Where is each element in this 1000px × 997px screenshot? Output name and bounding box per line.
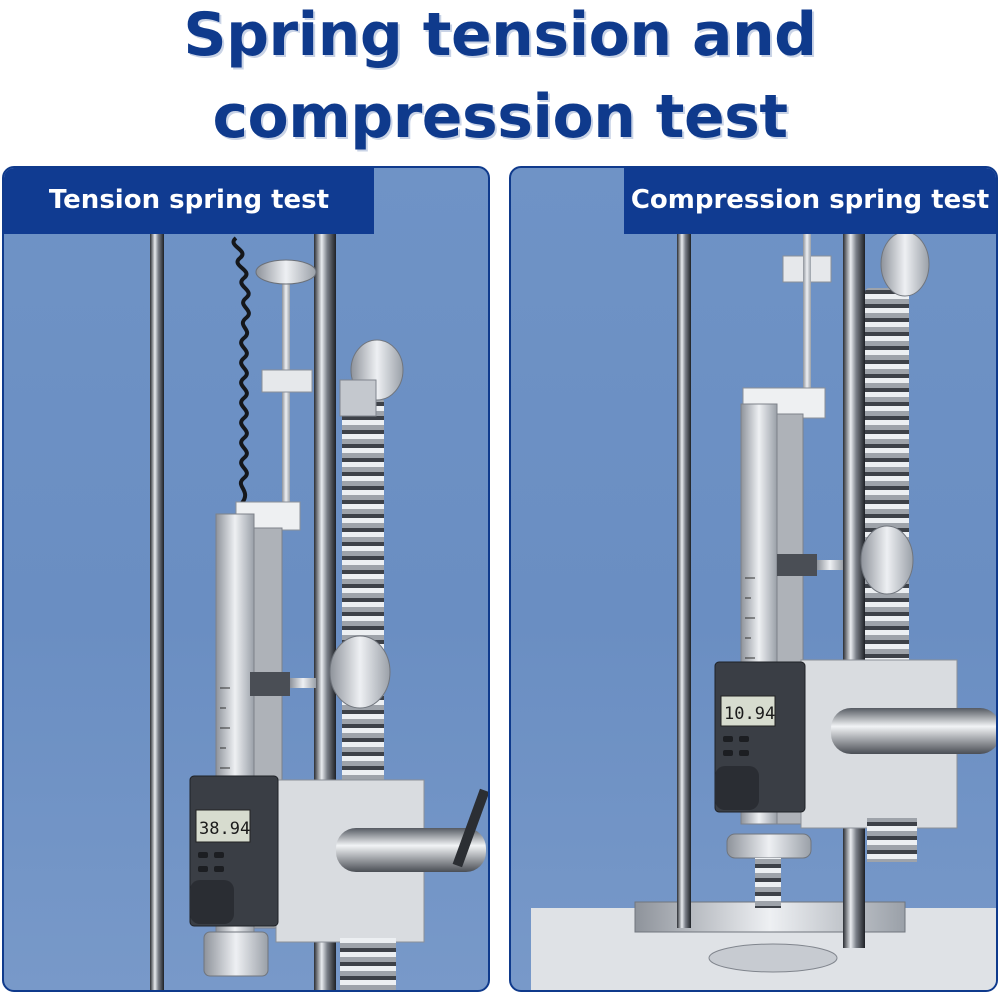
top-handwheel: [880, 231, 930, 297]
left-guide-rod: [677, 228, 691, 928]
compression-tester-illustration: 10.94: [531, 228, 996, 990]
gauge-reading: 38.94: [199, 819, 250, 839]
gauge-display: [720, 695, 776, 727]
tension-spring: [231, 236, 251, 505]
tension-test-label: Tension spring test: [4, 168, 374, 234]
compression-test-label: Compression spring test: [624, 168, 996, 234]
gauge-grip: [190, 880, 234, 924]
top-knob: [255, 259, 317, 285]
left-guide-rod: [150, 228, 164, 990]
title-line-1: Spring tension and: [183, 0, 817, 70]
lead-screw: [342, 398, 384, 818]
plunger-collar: [726, 833, 812, 859]
gauge-display: [195, 809, 251, 843]
crank-arm: [336, 828, 486, 872]
bottom-collar: [203, 931, 269, 977]
title-line-2: compression test: [212, 82, 788, 152]
gauge-reading: 10.94: [724, 704, 775, 724]
tension-test-panel: 38.94 Tension spring test: [2, 166, 490, 992]
gauge-grip: [715, 766, 759, 810]
compression-test-panel: 10.94 Compression spring test: [509, 166, 998, 992]
crank-arm: [831, 708, 996, 754]
upper-hook-rod: [282, 280, 290, 510]
main-column-rod: [843, 228, 865, 948]
tension-tester-illustration: 38.94: [150, 228, 488, 990]
lower-handwheel: [329, 635, 391, 709]
page-title: Spring tension and compression test: [0, 0, 1000, 158]
upper-clamp: [261, 369, 313, 393]
middle-handwheel: [860, 525, 914, 595]
